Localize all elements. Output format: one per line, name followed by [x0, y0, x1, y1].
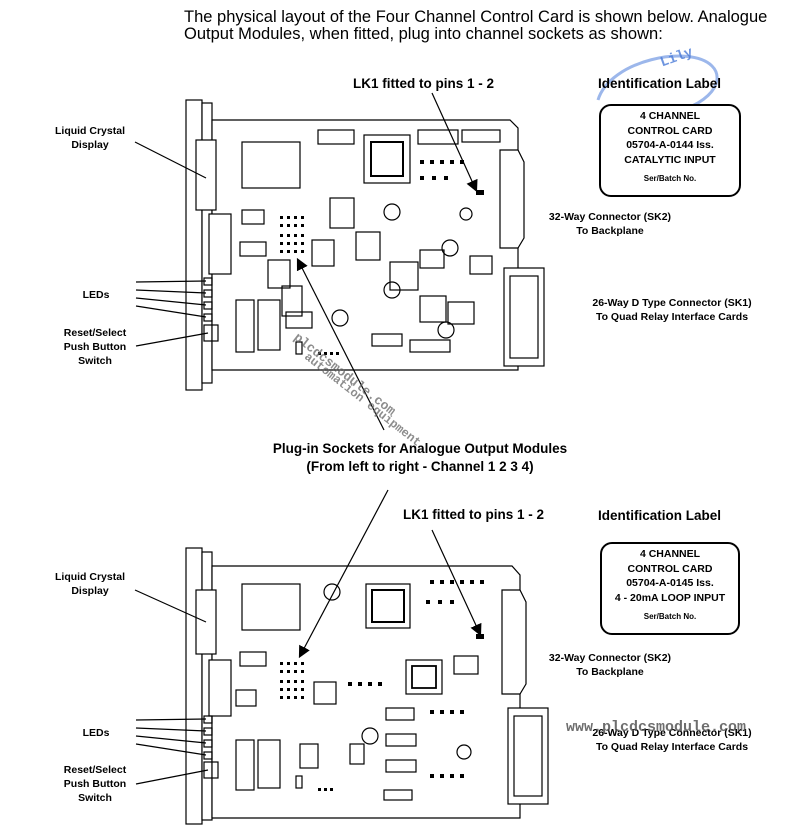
watermark-url: www.plcdcsmodule.com	[566, 719, 747, 736]
top-reset-line3: Switch	[78, 355, 112, 367]
bottom-lcd-label-line1: Liquid Crystal	[54, 571, 125, 583]
bottom-sk1-line1: 26-Way D Type Connector (SK1)	[592, 727, 752, 739]
bottom-sk2-line2: To Backplane	[576, 666, 644, 678]
bottom-id-title: Identification Label	[598, 508, 722, 523]
top-id-label-box: 4 CHANNEL CONTROL CARD 05704-A-0144 Iss.…	[599, 104, 741, 197]
sockets-callout: Plug-in Sockets for Analogue Output Modu…	[200, 440, 640, 476]
top-sk1-line2: To Quad Relay Interface Cards	[595, 311, 749, 323]
bottom-reset-line3: Switch	[78, 792, 112, 804]
top-id-line3: 05704-A-0144 Iss.	[626, 139, 714, 151]
bottom-id-serial: Ser/Batch No.	[643, 612, 697, 621]
bottom-sk2-line1: 32-Way Connector (SK2)	[548, 652, 672, 664]
bottom-reset-line1: Reset/Select	[63, 764, 127, 776]
bottom-reset-label: Reset/Select Push Button Switch	[40, 763, 150, 805]
top-reset-line2: Push Button	[63, 341, 127, 353]
bottom-sk1-line2: To Quad Relay Interface Cards	[595, 741, 749, 753]
bottom-lcd-label: Liquid Crystal Display	[30, 570, 150, 598]
bottom-id-line1: 4 CHANNEL	[639, 548, 701, 560]
top-sk2-line1: 32-Way Connector (SK2)	[548, 211, 672, 223]
bottom-sk1-label: 26-Way D Type Connector (SK1) To Quad Re…	[554, 726, 790, 754]
top-reset-line1: Reset/Select	[63, 327, 127, 339]
sockets-callout-line1: Plug-in Sockets for Analogue Output Modu…	[272, 441, 568, 456]
top-id-serial: Ser/Batch No.	[643, 174, 697, 183]
top-id-title: Identification Label	[598, 76, 722, 91]
bottom-leds-label: LEDs	[82, 727, 110, 739]
bottom-sk2-label: 32-Way Connector (SK2) To Backplane	[530, 651, 690, 679]
bottom-id-line3: 05704-A-0145 Iss.	[626, 577, 714, 589]
top-leaders	[134, 92, 478, 431]
top-id-line1: 4 CHANNEL	[639, 110, 701, 122]
bottom-leaders	[134, 489, 482, 785]
top-sk2-line2: To Backplane	[576, 225, 644, 237]
sockets-callout-line2: (From left to right - Channel 1 2 3 4)	[306, 459, 534, 474]
top-lcd-label-line2: Display	[71, 139, 109, 151]
top-id-line4: CATALYTIC INPUT	[624, 153, 716, 166]
top-lcd-label: Liquid Crystal Display	[30, 124, 150, 152]
bottom-id-line4: 4 - 20mA LOOP INPUT	[614, 591, 726, 604]
top-reset-label: Reset/Select Push Button Switch	[40, 326, 150, 368]
top-sk1-label: 26-Way D Type Connector (SK1) To Quad Re…	[552, 296, 792, 324]
bottom-reset-line2: Push Button	[63, 778, 127, 790]
top-lk1-label: LK1 fitted to pins 1 - 2	[353, 76, 495, 91]
top-board	[185, 99, 545, 391]
bottom-board	[185, 547, 549, 825]
top-board-detail	[280, 160, 484, 355]
top-lcd-label-line1: Liquid Crystal	[54, 125, 125, 137]
bottom-lk1-label: LK1 fitted to pins 1 - 2	[403, 507, 545, 522]
top-leds-label: LEDs	[82, 289, 110, 301]
bottom-board-detail	[280, 580, 484, 791]
bottom-lcd-label-line2: Display	[71, 585, 109, 597]
bottom-id-line2: CONTROL CARD	[627, 562, 713, 575]
top-sk1-line1: 26-Way D Type Connector (SK1)	[592, 297, 752, 309]
intro-paragraph: The physical layout of the Four Channel …	[184, 8, 768, 43]
top-id-line2: CONTROL CARD	[627, 124, 713, 137]
top-sk2-label: 32-Way Connector (SK2) To Backplane	[530, 210, 690, 238]
bottom-id-label-box: 4 CHANNEL CONTROL CARD 05704-A-0145 Iss.…	[600, 542, 740, 635]
